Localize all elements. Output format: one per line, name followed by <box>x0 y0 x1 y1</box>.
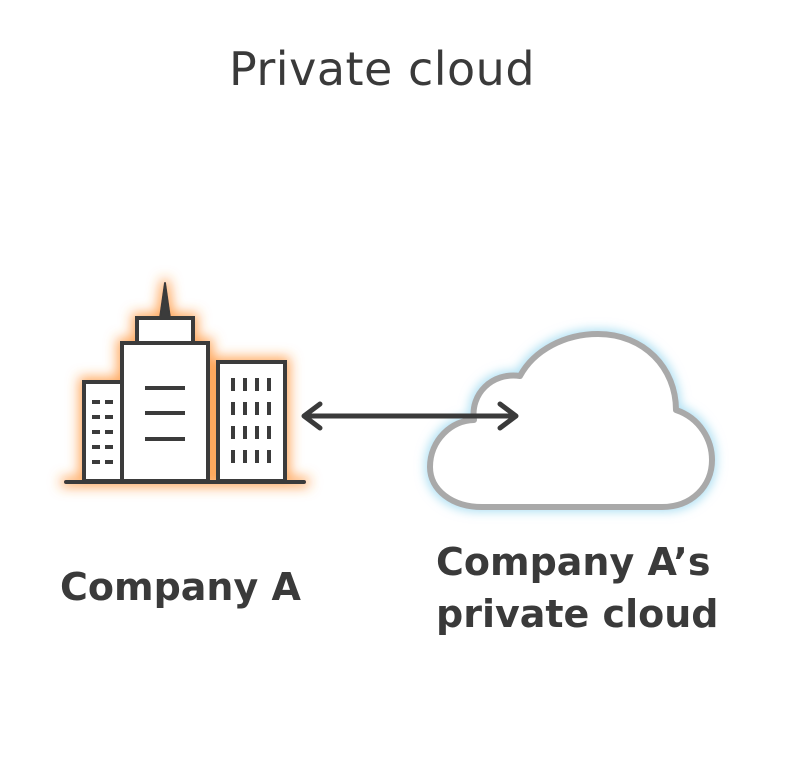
office-buildings-icon <box>64 282 306 484</box>
bidirectional-arrow <box>301 401 519 431</box>
private-cloud-label: Company A’s private cloud <box>436 536 756 640</box>
company-label: Company A <box>60 565 301 609</box>
private-cloud-label-line2: private cloud <box>436 592 719 636</box>
cloud-icon <box>427 331 715 510</box>
diagram-title: Private cloud <box>228 42 536 96</box>
private-cloud-label-line1: Company A’s <box>436 540 711 584</box>
